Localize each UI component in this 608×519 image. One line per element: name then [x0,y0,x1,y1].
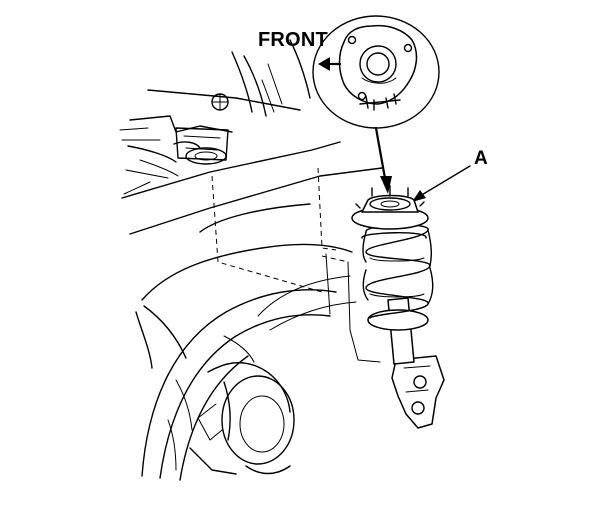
front-label: FRONT [258,29,328,51]
upper-mount-detail [312,15,440,129]
vehicle-body-outline [119,39,383,481]
strut-assembly [351,185,445,429]
label-a-leader [412,165,471,202]
detail-pointer-arrow [374,126,392,194]
front-direction-arrow [318,57,342,71]
part-a-label: A [474,148,488,169]
